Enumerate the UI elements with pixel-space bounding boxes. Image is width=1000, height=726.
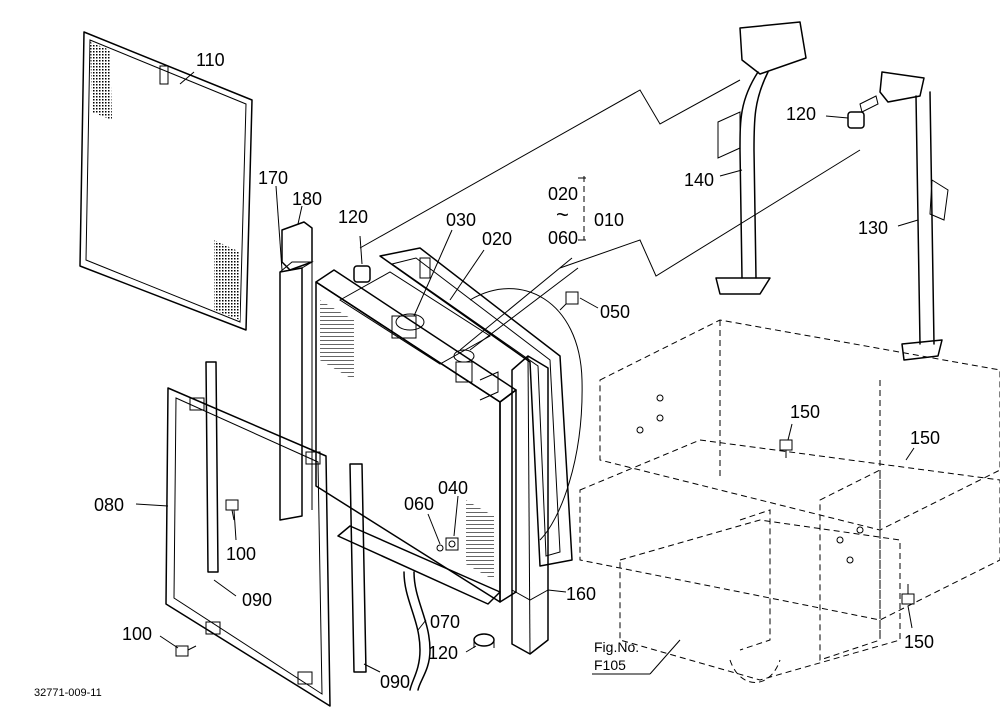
label-090-right: 090 <box>380 672 410 692</box>
label-030: 030 <box>446 210 476 230</box>
bolt-150-center <box>779 439 793 458</box>
label-120-bottom: 120 <box>428 643 458 663</box>
radiator-cap-030 <box>395 313 425 331</box>
label-100-upper: 100 <box>226 544 256 564</box>
rubber-mount-120-right <box>847 111 865 129</box>
label-110: 110 <box>196 50 225 70</box>
drain-cock-040 <box>445 537 459 551</box>
label-080: 080 <box>94 495 124 515</box>
seal-strip-090-left <box>205 361 219 573</box>
stay-140 <box>715 21 807 295</box>
side-seal-170 <box>279 261 314 521</box>
label-140: 140 <box>684 170 714 190</box>
label-050: 050 <box>600 302 630 322</box>
label-020-range: 020 <box>548 184 578 204</box>
label-180: 180 <box>292 189 322 209</box>
label-120-right: 120 <box>786 104 816 124</box>
label-040: 040 <box>438 478 468 498</box>
stay-130 <box>879 71 949 361</box>
label-150-lower: 150 <box>904 632 934 652</box>
label-020-shroud: 020 <box>482 229 512 249</box>
label-090-left: 090 <box>242 590 272 610</box>
label-070: 070 <box>430 612 460 632</box>
label-150-frame: 150 <box>910 428 940 448</box>
cap-seal-180 <box>281 221 313 271</box>
figure-reference: Fig.No. F105 <box>592 639 681 675</box>
front-frame-080 <box>165 387 331 707</box>
drawing-code: 32771-009-11 <box>34 687 102 699</box>
leader-lines <box>135 71 919 673</box>
label-060-range: 060 <box>548 228 578 248</box>
label-160: 160 <box>566 584 596 604</box>
rubber-mount-120-bottom <box>473 633 495 648</box>
figure-ref-line2: F105 <box>594 657 626 673</box>
chassis-frame <box>579 95 1000 683</box>
label-010: 010 <box>594 210 624 230</box>
baffle-160 <box>511 355 549 655</box>
bolt-100-upper <box>225 499 239 521</box>
bolt-100-lower <box>175 645 197 657</box>
drain-hose-070 <box>403 571 431 691</box>
bolt-150-right <box>901 584 915 605</box>
label-120-top: 120 <box>338 207 368 227</box>
oring-060 <box>436 544 444 552</box>
callout-labels: 110 170 180 120 030 020 020 ~ 060 010 05… <box>94 50 940 692</box>
label-150-center: 150 <box>790 402 820 422</box>
label-130: 130 <box>858 218 888 238</box>
sensor-050 <box>559 291 579 311</box>
fan-shroud-020 <box>379 247 583 567</box>
label-060-oring: 060 <box>404 494 434 514</box>
screen-panel-110 <box>79 31 253 331</box>
rubber-mount-120-top <box>353 265 371 283</box>
seal-strip-090-right <box>349 463 367 673</box>
label-100-lower: 100 <box>122 624 152 644</box>
label-range-tilde: ~ <box>556 202 569 227</box>
label-170: 170 <box>258 168 288 188</box>
break-lines <box>359 79 861 277</box>
figure-ref-line1: Fig.No. <box>594 639 639 655</box>
radiator-core <box>315 269 517 605</box>
